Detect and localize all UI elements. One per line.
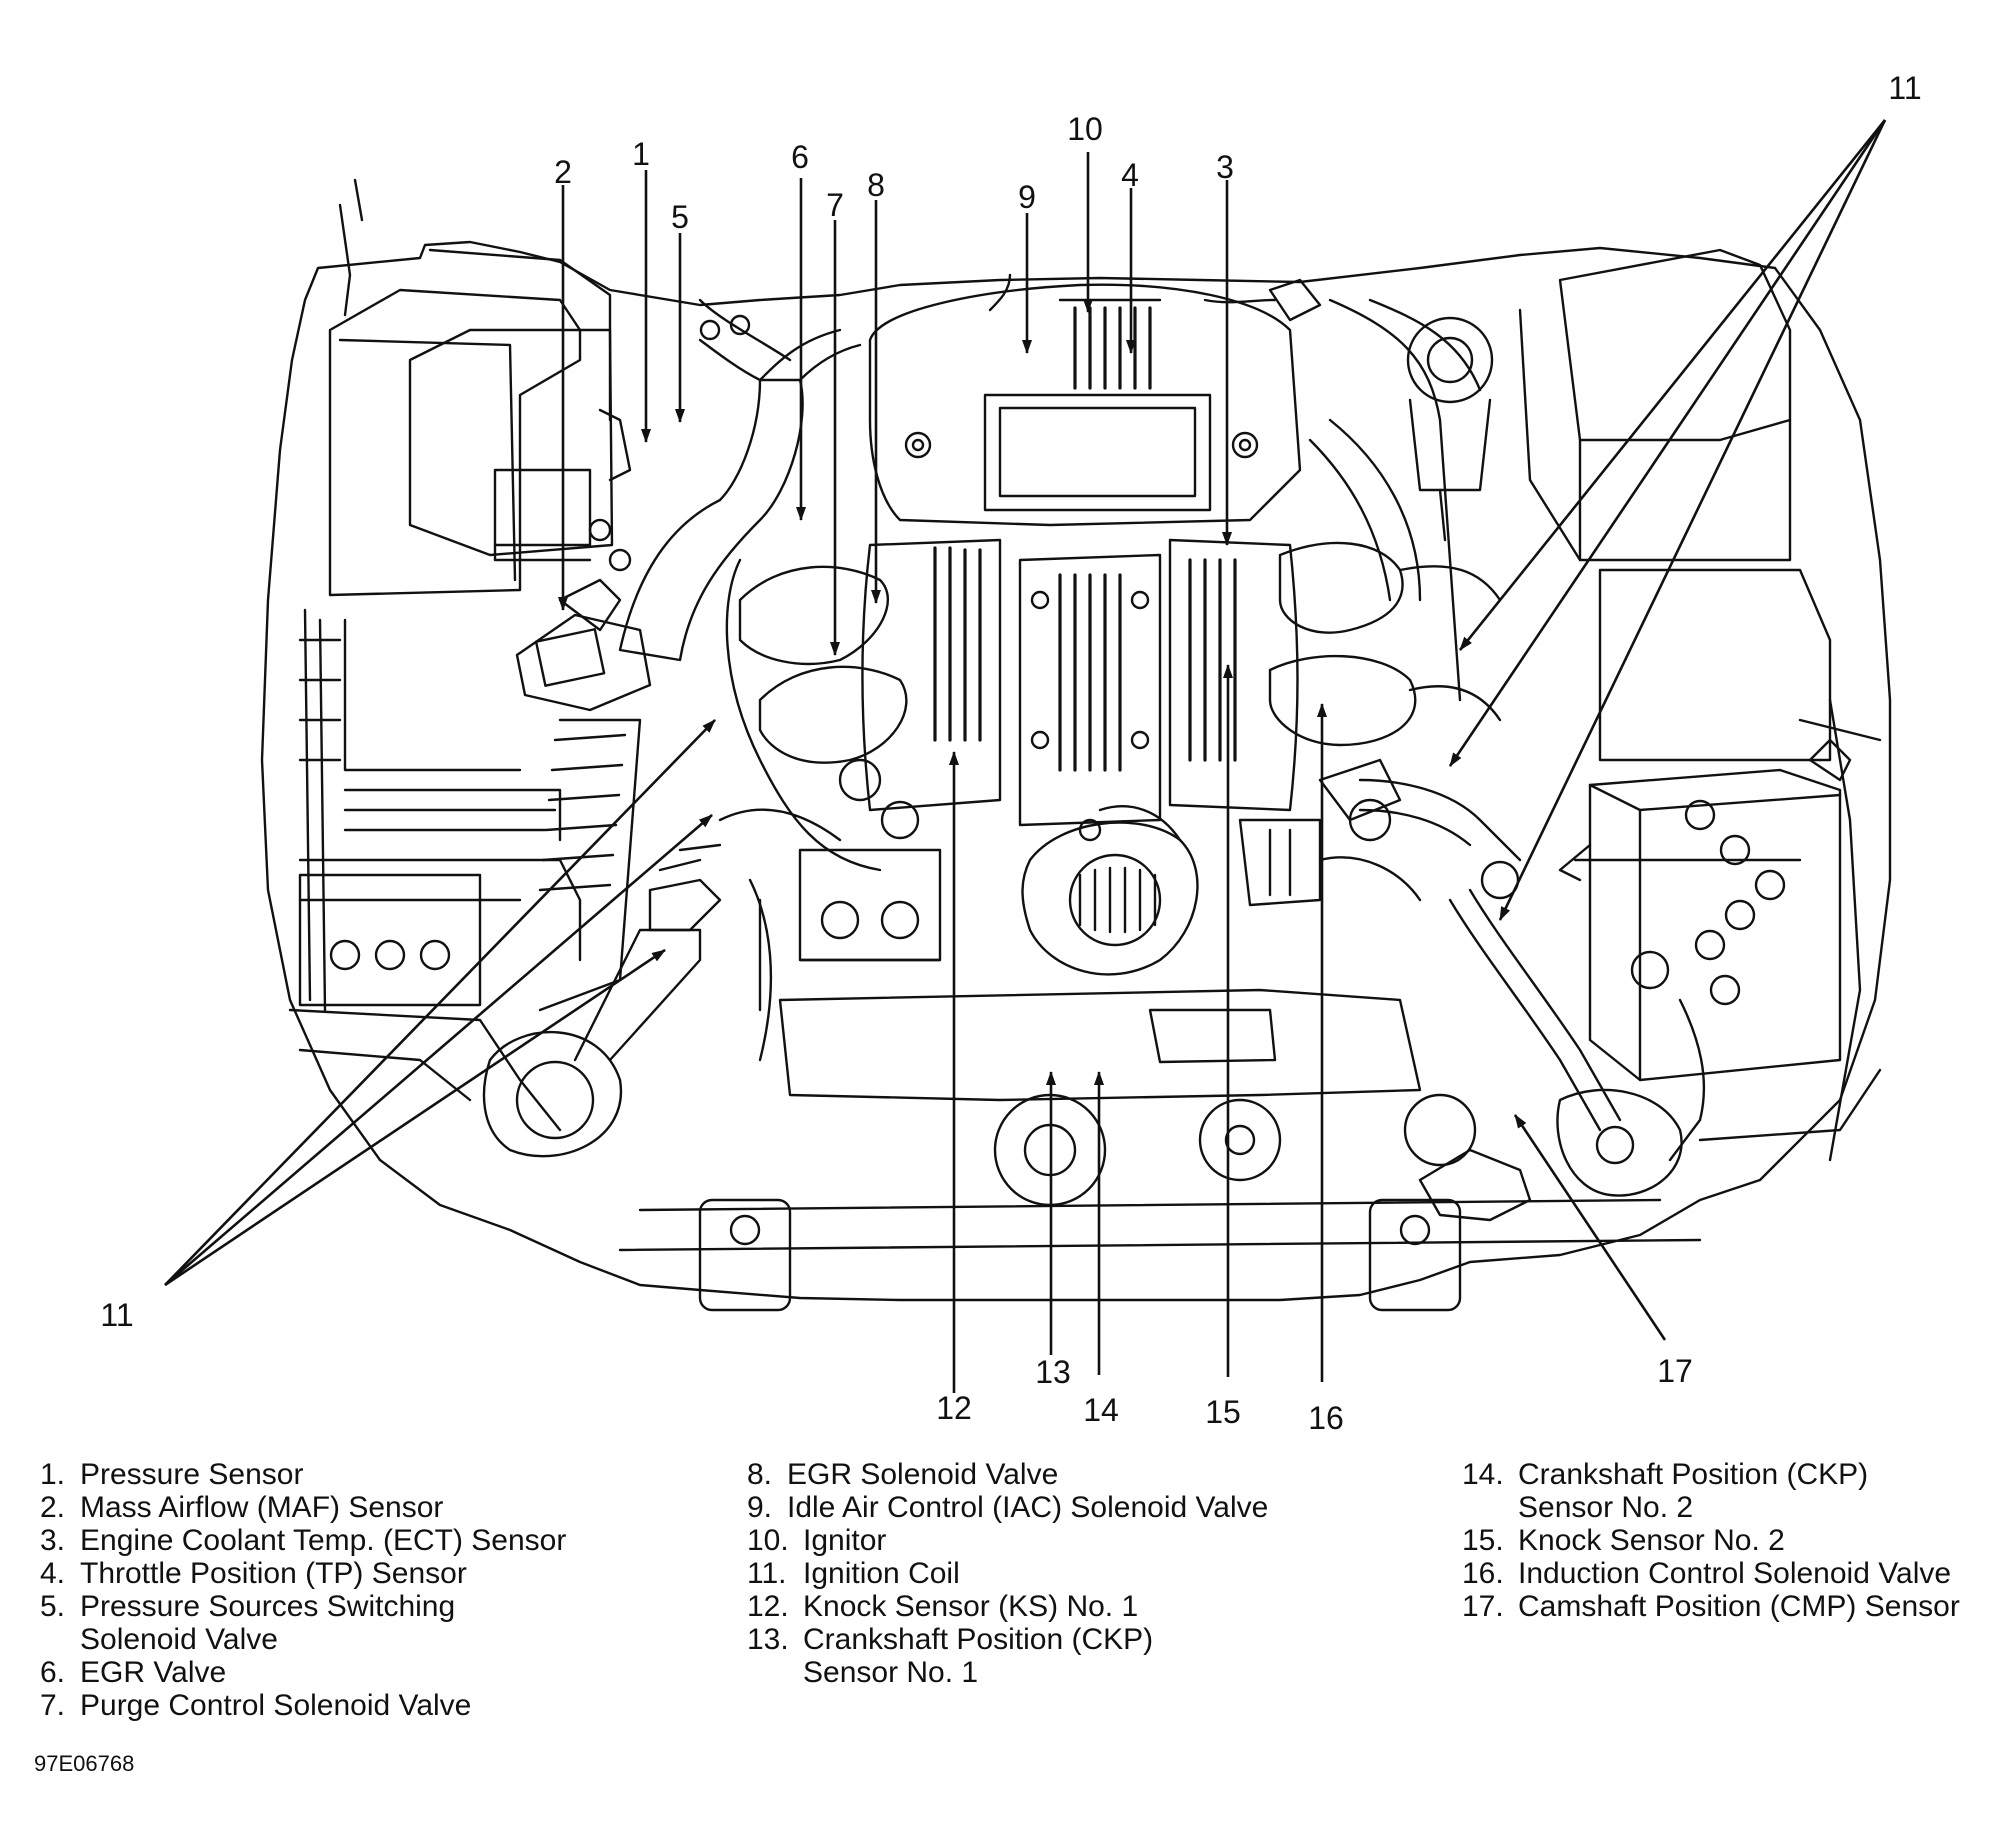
legend-number: 11. (747, 1557, 787, 1590)
legend-text: Crankshaft Position (CKP) Sensor No. 2 (1518, 1458, 1869, 1524)
leader-11d (1458, 119, 1887, 651)
legend-text: Mass Airflow (MAF) Sensor (80, 1491, 444, 1524)
legend-text: Ignition Coil (803, 1557, 960, 1590)
legend-item-17: 17. Camshaft Position (CMP) Sensor (1462, 1590, 1960, 1623)
callout-11-right: 11 (1888, 70, 1921, 106)
legend-text: Pressure Sensor (80, 1458, 304, 1491)
callout-7: 7 (826, 187, 844, 223)
callout-2: 2 (554, 154, 572, 190)
legend-text: EGR Solenoid Valve (787, 1458, 1059, 1491)
legend-item-14: 14. Crankshaft Position (CKP) Sensor No.… (1462, 1458, 1938, 1524)
callout-5: 5 (671, 199, 689, 235)
legend-item-5: 5. Pressure Sources Switching Solenoid V… (40, 1590, 560, 1656)
callout-6: 6 (791, 139, 809, 175)
legend-text: Purge Control Solenoid Valve (80, 1689, 472, 1722)
leader-11f (1498, 119, 1887, 921)
legend-item-9: 9. Idle Air Control (IAC) Solenoid Valve (747, 1491, 1268, 1524)
callout-10: 10 (1067, 111, 1103, 147)
legend-number: 1. (40, 1458, 66, 1491)
legend-number: 4. (40, 1557, 66, 1590)
legend-item-16: 16. Induction Control Solenoid Valve (1462, 1557, 1960, 1590)
legend-item-4: 4. Throttle Position (TP) Sensor (40, 1557, 566, 1590)
legend-number: 16. (1462, 1557, 1504, 1590)
callout-15: 15 (1205, 1394, 1241, 1430)
legend-number: 9. (747, 1491, 773, 1524)
legend-item-8: 8. EGR Solenoid Valve (747, 1458, 1268, 1491)
leader-11e (1448, 119, 1887, 767)
callout-17: 17 (1657, 1353, 1693, 1389)
legend-text: EGR Valve (80, 1656, 227, 1689)
callout-labels: 1 2 3 4 5 6 7 8 9 10 11 11 12 13 14 15 1… (100, 70, 1921, 1436)
legend-text: Ignitor (803, 1524, 887, 1557)
legend-text: Knock Sensor No. 2 (1518, 1524, 1785, 1557)
legend-text: Throttle Position (TP) Sensor (80, 1557, 467, 1590)
legend-text: Engine Coolant Temp. (ECT) Sensor (80, 1524, 567, 1557)
legend-column-3: 14. Crankshaft Position (CKP) Sensor No.… (1462, 1458, 1960, 1623)
legend-item-7: 7. Purge Control Solenoid Valve (40, 1689, 566, 1722)
legend-item-15: 15. Knock Sensor No. 2 (1462, 1524, 1960, 1557)
legend-item-10: 10. Ignitor (747, 1524, 1268, 1557)
callout-1: 1 (632, 136, 650, 172)
legend-number: 5. (40, 1590, 66, 1623)
callout-8: 8 (867, 167, 885, 203)
leader-17 (1513, 1114, 1667, 1341)
callout-12: 12 (936, 1390, 972, 1426)
legend-text: Induction Control Solenoid Valve (1518, 1557, 1952, 1590)
callout-13: 13 (1035, 1354, 1071, 1390)
callout-9: 9 (1018, 179, 1036, 215)
legend-item-3: 3. Engine Coolant Temp. (ECT) Sensor (40, 1524, 566, 1557)
legend-number: 6. (40, 1656, 66, 1689)
legend-item-6: 6. EGR Valve (40, 1656, 566, 1689)
callout-14: 14 (1083, 1392, 1119, 1428)
callout-11-left: 11 (100, 1297, 133, 1333)
legend-text: Camshaft Position (CMP) Sensor (1518, 1590, 1960, 1623)
leader-11b (164, 814, 713, 1286)
legend-item-1: 1. Pressure Sensor (40, 1458, 566, 1491)
legend-number: 12. (747, 1590, 789, 1623)
leader-11a (164, 719, 716, 1286)
callout-3: 3 (1216, 149, 1234, 185)
callout-16: 16 (1308, 1400, 1344, 1436)
legend-text: Knock Sensor (KS) No. 1 (803, 1590, 1139, 1623)
legend-number: 14. (1462, 1458, 1504, 1491)
legend-item-12: 12. Knock Sensor (KS) No. 1 (747, 1590, 1268, 1623)
legend-number: 2. (40, 1491, 66, 1524)
legend-number: 17. (1462, 1590, 1504, 1623)
legend-text: Crankshaft Position (CKP) Sensor No. 1 (803, 1623, 1154, 1689)
legend-item-2: 2. Mass Airflow (MAF) Sensor (40, 1491, 566, 1524)
legend-number: 15. (1462, 1524, 1504, 1557)
legend-item-13: 13. Crankshaft Position (CKP) Sensor No.… (747, 1623, 1203, 1689)
legend-item-11: 11. Ignition Coil (747, 1557, 1268, 1590)
legend-number: 7. (40, 1689, 66, 1722)
legend-number: 10. (747, 1524, 789, 1557)
callout-4: 4 (1121, 157, 1139, 193)
legend-text: Idle Air Control (IAC) Solenoid Valve (787, 1491, 1269, 1524)
legend-column-1: 1. Pressure Sensor 2. Mass Airflow (MAF)… (40, 1458, 566, 1722)
legend-number: 8. (747, 1458, 773, 1491)
figure-id: 97E06768 (34, 1751, 135, 1776)
legend-number: 3. (40, 1524, 66, 1557)
engine-bay-artwork (260, 178, 1892, 1312)
legend-text: Pressure Sources Switching Solenoid Valv… (80, 1590, 456, 1656)
legend-number: 13. (747, 1623, 789, 1656)
legend-column-2: 8. EGR Solenoid Valve 9. Idle Air Contro… (747, 1458, 1268, 1689)
leader-11c (164, 948, 666, 1287)
leader-lines (164, 119, 1887, 1393)
